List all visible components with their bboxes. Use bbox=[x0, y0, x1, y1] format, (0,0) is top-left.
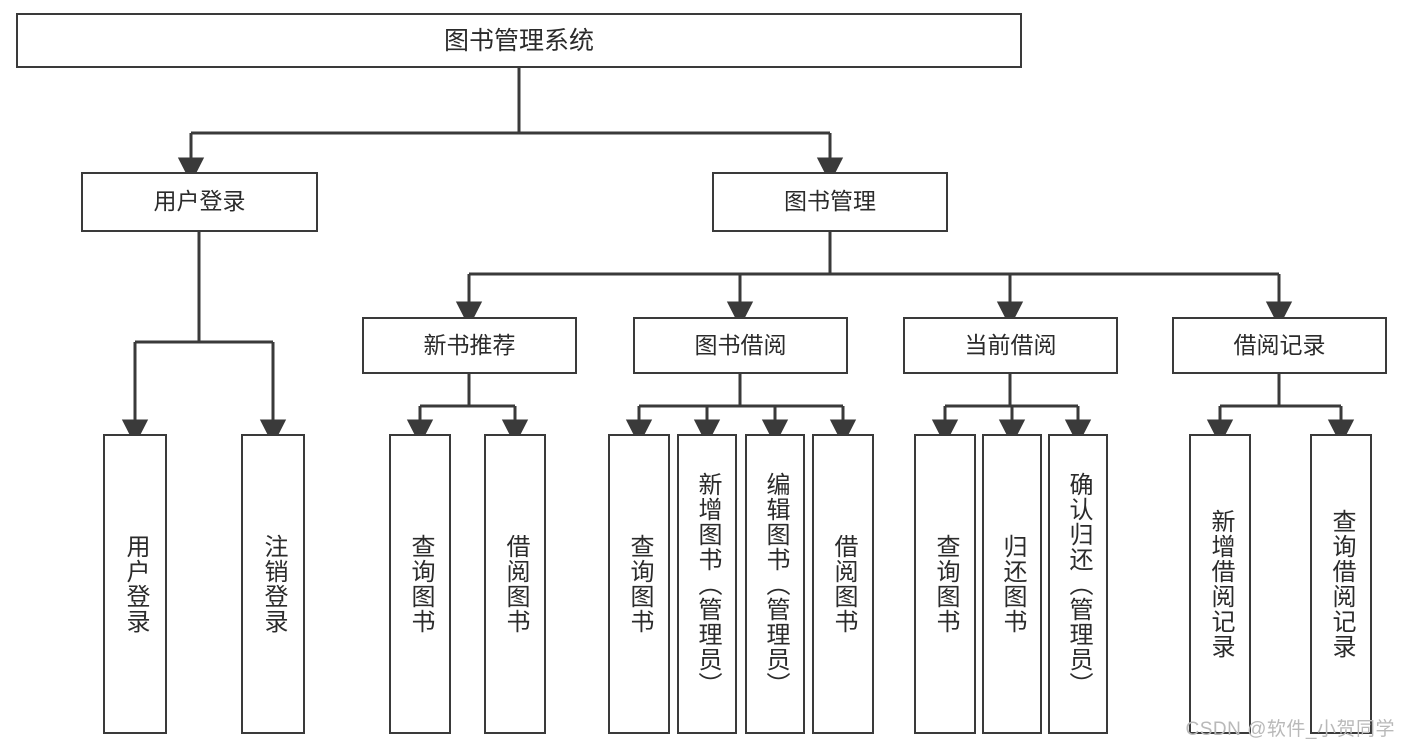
node-leaf-user-login[interactable]: 用户登录 bbox=[103, 434, 167, 734]
node-leaf-return-book[interactable]: 归还图书 bbox=[982, 434, 1042, 734]
node-leaf-logout[interactable]: 注销登录 bbox=[241, 434, 305, 734]
node-user-login[interactable]: 用户登录 bbox=[81, 172, 318, 232]
node-borrow-record[interactable]: 借阅记录 bbox=[1172, 317, 1387, 374]
node-leaf-query-borrow-record-label: 查询借阅记录 bbox=[1328, 509, 1355, 659]
node-new-book-recommend[interactable]: 新书推荐 bbox=[362, 317, 577, 374]
node-leaf-query-book-1[interactable]: 查询图书 bbox=[389, 434, 451, 734]
node-leaf-query-book-1-label: 查询图书 bbox=[407, 534, 434, 634]
node-leaf-borrow-book-2[interactable]: 借阅图书 bbox=[812, 434, 874, 734]
node-leaf-query-book-3[interactable]: 查询图书 bbox=[914, 434, 976, 734]
node-leaf-add-book-label: 新增图书（管理员） bbox=[694, 471, 721, 697]
node-leaf-edit-book[interactable]: 编辑图书（管理员） bbox=[745, 434, 805, 734]
node-leaf-query-book-2-label: 查询图书 bbox=[626, 534, 653, 634]
node-book-manage[interactable]: 图书管理 bbox=[712, 172, 948, 232]
node-user-login-label: 用户登录 bbox=[153, 188, 246, 215]
node-book-borrow[interactable]: 图书借阅 bbox=[633, 317, 848, 374]
node-leaf-query-borrow-record[interactable]: 查询借阅记录 bbox=[1310, 434, 1372, 734]
node-leaf-logout-label: 注销登录 bbox=[260, 534, 287, 634]
node-leaf-add-book[interactable]: 新增图书（管理员） bbox=[677, 434, 737, 734]
node-leaf-borrow-book-1-label: 借阅图书 bbox=[502, 534, 529, 634]
node-leaf-query-book-2[interactable]: 查询图书 bbox=[608, 434, 670, 734]
node-leaf-confirm-return[interactable]: 确认归还（管理员） bbox=[1048, 434, 1108, 734]
node-leaf-borrow-book-2-label: 借阅图书 bbox=[830, 534, 857, 634]
node-leaf-confirm-return-label: 确认归还（管理员） bbox=[1065, 471, 1092, 697]
node-leaf-return-book-label: 归还图书 bbox=[999, 534, 1026, 634]
node-book-manage-label: 图书管理 bbox=[784, 188, 876, 215]
node-leaf-add-borrow-record[interactable]: 新增借阅记录 bbox=[1189, 434, 1251, 734]
node-borrow-record-label: 借阅记录 bbox=[1233, 331, 1326, 358]
node-leaf-add-borrow-record-label: 新增借阅记录 bbox=[1207, 509, 1234, 659]
node-leaf-borrow-book-1[interactable]: 借阅图书 bbox=[484, 434, 546, 734]
node-book-borrow-label: 图书借阅 bbox=[694, 331, 787, 358]
node-root-label: 图书管理系统 bbox=[443, 26, 594, 55]
node-leaf-query-book-3-label: 查询图书 bbox=[932, 534, 959, 634]
node-leaf-edit-book-label: 编辑图书（管理员） bbox=[762, 471, 789, 697]
node-new-book-recommend-label: 新书推荐 bbox=[423, 331, 516, 358]
node-leaf-user-login-label: 用户登录 bbox=[122, 534, 149, 634]
node-current-borrow-label: 当前借阅 bbox=[964, 331, 1057, 358]
node-root[interactable]: 图书管理系统 bbox=[16, 13, 1022, 68]
node-current-borrow[interactable]: 当前借阅 bbox=[903, 317, 1118, 374]
